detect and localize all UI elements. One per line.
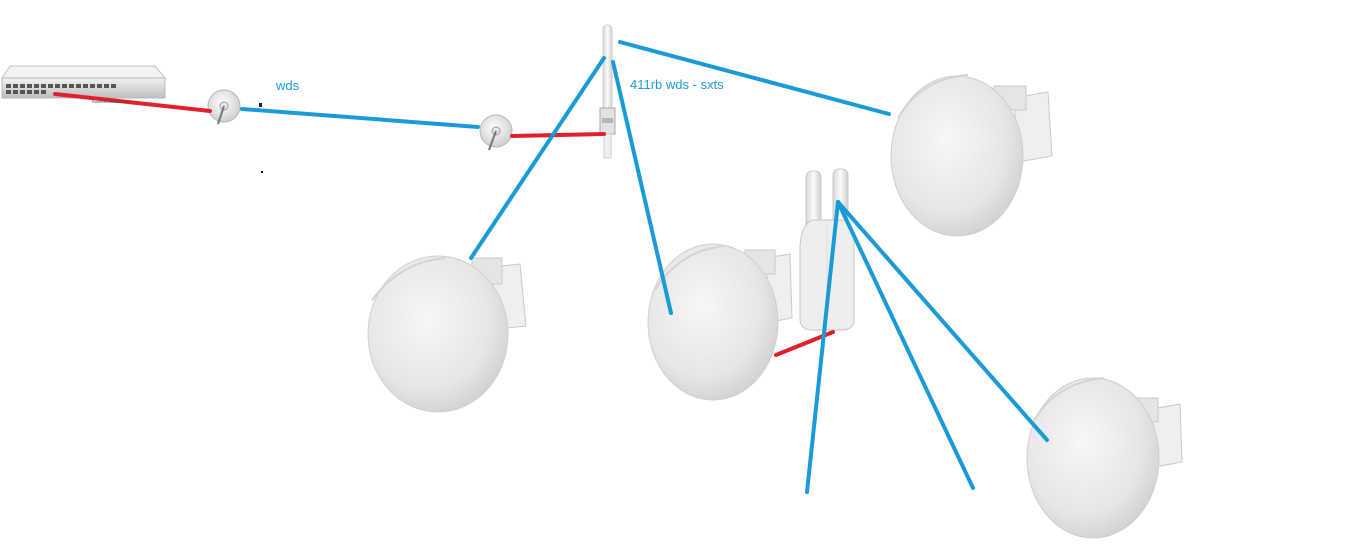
wireless-link	[611, 60, 673, 315]
wireless-link	[240, 107, 480, 129]
router-brand-text: RouterBOARD 1100	[92, 99, 128, 104]
wired-link	[510, 132, 606, 138]
omni-antenna-icon	[599, 24, 616, 159]
sxt-cpe-icon	[1026, 377, 1183, 539]
dish-antenna-icon	[479, 114, 513, 151]
wireless-link	[805, 200, 840, 494]
wireless-link	[469, 56, 606, 260]
wireless-link	[618, 40, 891, 116]
sxt-cpe-icon	[367, 255, 527, 413]
wireless-links	[240, 40, 1049, 494]
wired-link	[53, 92, 212, 113]
wireless-link	[836, 200, 1049, 442]
tower-label: 411rb wds - sxts	[630, 77, 724, 92]
dish-antenna-icon	[207, 89, 262, 125]
wds-link-label: wds	[276, 78, 300, 93]
wireless-link	[836, 200, 975, 490]
rack-router-icon	[1, 65, 167, 99]
sxt-cpe-icon	[647, 243, 793, 401]
sxt-cpe-icon	[890, 74, 1053, 237]
